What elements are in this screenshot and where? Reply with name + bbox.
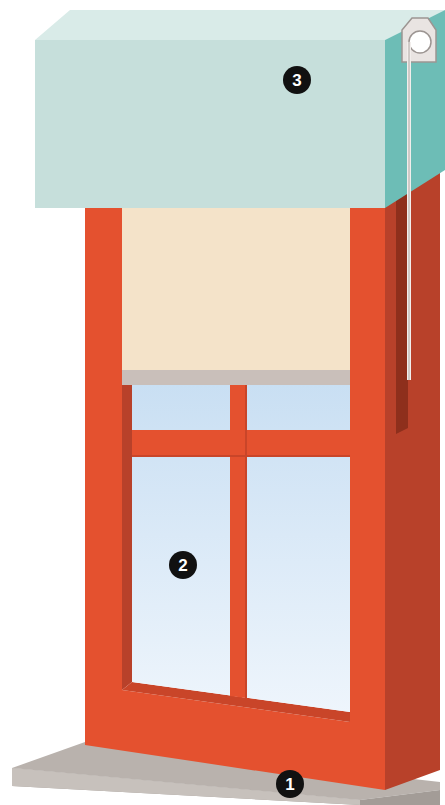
frame-side — [385, 140, 440, 790]
callout-number: 2 — [169, 551, 197, 579]
roller-blind — [122, 205, 350, 370]
window-mullion — [230, 385, 246, 698]
cord-pulley — [402, 18, 436, 380]
cord-slot — [396, 168, 408, 434]
callout-number: 1 — [276, 770, 304, 798]
blind-box — [35, 10, 445, 208]
blind-bottom-bar — [122, 370, 350, 385]
callout-number: 3 — [283, 66, 311, 94]
window-frame — [85, 205, 385, 790]
window-glass — [132, 385, 350, 712]
